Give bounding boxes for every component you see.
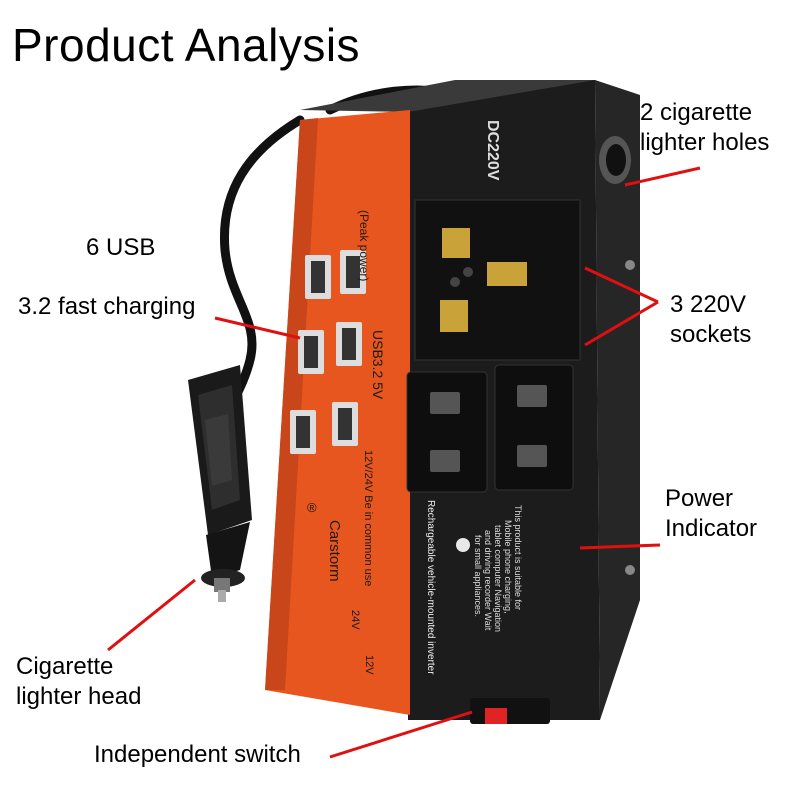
callout-sockets: 3 220V sockets <box>670 290 751 350</box>
callout-lighter-head: Cigarette lighter head <box>16 652 141 712</box>
label-description-1: This product is suitable for <box>513 505 523 610</box>
side-lighter-holes <box>599 136 635 575</box>
callout-power-indicator: Power Indicator <box>665 484 757 544</box>
callout-cigarette-holes-line2: lighter holes <box>640 129 770 156</box>
label-description-3: tablet computer Navigation <box>493 525 503 632</box>
label-peak-power: (Peak power) <box>357 210 371 281</box>
device-side-panel <box>595 80 640 720</box>
callout-line-head <box>107 578 196 652</box>
label-description-5: for small appliances. <box>473 535 483 617</box>
callout-sockets-line2: sockets <box>670 321 752 348</box>
usb-ports <box>290 250 366 454</box>
callout-switch: Independent switch <box>94 741 301 768</box>
callout-power-indicator-line1: Power <box>665 485 734 512</box>
label-description-4: and driving recorder Wait <box>483 530 493 631</box>
universal-socket <box>414 199 581 361</box>
callout-lines <box>107 166 701 759</box>
callout-usb-count: 6 USB <box>86 234 156 261</box>
label-voltage: DC220V <box>484 120 501 181</box>
label-common-use: 12V/24V Be in common use <box>362 450 374 586</box>
page-title: Product Analysis <box>12 19 361 71</box>
callout-cigarette-holes-line1: 2 cigarette <box>640 99 753 126</box>
callout-line-holes <box>624 166 701 187</box>
label-usb-spec: USB3.2 5V <box>370 330 386 400</box>
callout-line-socket-top <box>584 266 659 304</box>
label-12v: 12V <box>363 655 375 675</box>
callout-lighter-head-line1: Cigarette <box>16 653 114 680</box>
power-indicator-led <box>456 538 470 552</box>
callout-fast-charging: 3.2 fast charging <box>18 293 196 320</box>
callout-line-socket-bottom <box>584 300 659 347</box>
lower-sockets <box>406 364 574 493</box>
label-description-2: Mobile phone charging, <box>503 520 513 614</box>
callout-sockets-line1: 3 220V <box>670 291 747 318</box>
independent-switch <box>470 698 550 724</box>
callout-line-switch <box>329 710 473 759</box>
cigarette-lighter-plug <box>188 365 252 602</box>
callout-cigarette-holes: 2 cigarette lighter holes <box>640 98 769 158</box>
label-brand: Carstorm <box>326 520 343 582</box>
label-product-name: Rechargeable vehicle-mounted inverter <box>425 500 436 675</box>
callout-lighter-head-line2: lighter head <box>16 683 142 710</box>
callout-line-usb <box>214 316 301 340</box>
label-24v: 24V <box>349 610 361 630</box>
callout-power-indicator-line2: Indicator <box>665 515 758 542</box>
callout-line-indicator <box>579 543 661 550</box>
label-registered: ® <box>307 500 317 515</box>
